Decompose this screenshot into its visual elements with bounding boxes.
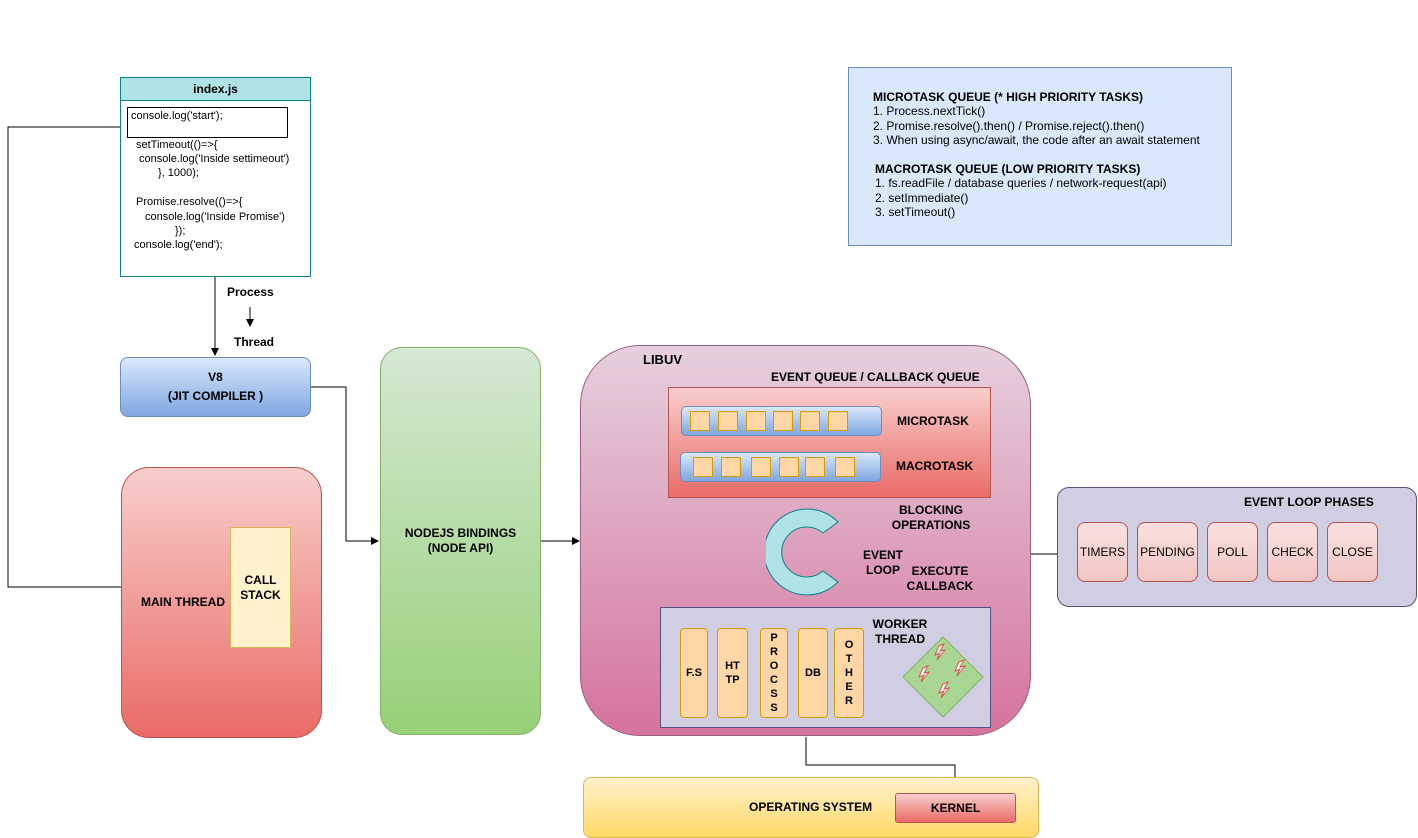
phase-check: CHECK [1267, 522, 1318, 582]
thread-label: Thread [234, 335, 275, 349]
nodejs-bindings-box: NODEJS BINDINGS (NODE API) [380, 347, 541, 735]
call-stack: CALL STACK [230, 527, 291, 648]
microtask-info-title: MICROTASK QUEUE (* HIGH PRIORITY TASKS) [873, 90, 1144, 104]
worker-fs: F.S [680, 628, 708, 718]
blocking-operations-label: BLOCKING OPERATIONS [891, 503, 971, 532]
macrotask-info-item: 1. fs.readFile / database queries / netw… [875, 176, 1167, 190]
microtask-slot [828, 411, 848, 431]
worker-http: HTTP [717, 628, 748, 718]
event-queue-title: EVENT QUEUE / CALLBACK QUEUE [771, 370, 980, 384]
worker-db: DB [798, 628, 828, 718]
macrotask-slot [693, 457, 713, 477]
event-loop-label: EVENT LOOP [862, 548, 903, 577]
v8-subtitle: (JIT COMPILER ) [167, 389, 264, 403]
code-line: console.log('Inside Promise') [145, 211, 285, 223]
microtask-slot [718, 411, 738, 431]
event-loop-icon [766, 508, 839, 596]
task-queue-info-box [848, 67, 1232, 246]
worker-other: OTHER [834, 628, 864, 718]
macrotask-slot [751, 457, 771, 477]
worker-pool-icon [902, 636, 984, 718]
worker-thread-label: WORKER THREAD [872, 617, 928, 646]
kernel-box: KERNEL [895, 793, 1016, 823]
microtask-info-item: 1. Process.nextTick() [873, 104, 986, 118]
phase-timers: TIMERS [1077, 522, 1128, 582]
microtask-slot [746, 411, 766, 431]
v8-box: V8 (JIT COMPILER ) [120, 357, 311, 417]
worker-other-text: OTHER [844, 639, 854, 707]
operating-system-label: OPERATING SYSTEM [749, 800, 873, 814]
macrotask-info-item: 3. setTimeout() [875, 205, 956, 219]
phase-close: CLOSE [1327, 522, 1378, 582]
phase-pending: PENDING [1137, 522, 1198, 582]
microtask-slot [773, 411, 793, 431]
macrotask-info-title: MACROTASK QUEUE (LOW PRIORITY TASKS) [875, 162, 1141, 176]
code-line: }); [175, 225, 186, 237]
code-line: }, 1000); [158, 167, 199, 179]
execute-callback-label: EXECUTE CALLBACK [906, 564, 974, 593]
microtask-slot [800, 411, 820, 431]
worker-process-text: PROCSS [769, 632, 779, 714]
bindings-subtitle: (NODE API) [427, 541, 494, 555]
microtask-info-item: 3. When using async/await, the code afte… [873, 133, 1200, 147]
microtask-label: MICROTASK [897, 414, 969, 428]
code-line: setTimeout(()=>{ [136, 139, 218, 151]
microtask-info-item: 2. Promise.resolve().then() / Promise.re… [873, 119, 1145, 133]
v8-title: V8 [208, 370, 223, 384]
libuv-title: LIBUV [643, 352, 682, 367]
macrotask-label: MACROTASK [896, 459, 974, 473]
code-line: console.log('start'); [131, 110, 223, 122]
index-js-box: index.js [120, 77, 311, 277]
code-line: console.log('end'); [134, 239, 223, 251]
bindings-title: NODEJS BINDINGS [404, 526, 517, 540]
macrotask-slot [805, 457, 825, 477]
code-line: Promise.resolve(()=>{ [136, 196, 243, 208]
event-loop-phases-title: EVENT LOOP PHASES [1244, 495, 1374, 509]
macrotask-slot [721, 457, 741, 477]
macrotask-slot [779, 457, 799, 477]
code-to-callstack-arrow [7, 126, 230, 591]
main-thread-label: MAIN THREAD [141, 595, 225, 609]
process-label: Process [227, 285, 274, 299]
macrotask-slot [835, 457, 855, 477]
macrotask-info-item: 2. setImmediate() [875, 191, 969, 205]
index-js-title: index.js [121, 78, 310, 101]
code-line: console.log('Inside settimeout') [139, 153, 290, 165]
start-line-highlight [127, 107, 288, 138]
v8-to-bindings-arrow [311, 386, 379, 545]
worker-http-text: HTTP [725, 660, 740, 686]
microtask-slot [690, 411, 710, 431]
phase-poll: POLL [1207, 522, 1258, 582]
worker-process: PROCSS [760, 628, 788, 718]
